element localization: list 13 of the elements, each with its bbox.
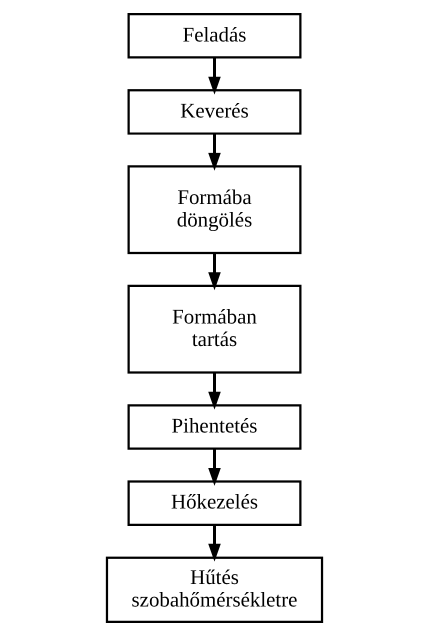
arrow [208, 524, 221, 562]
node-box: Formába döngölés [128, 165, 302, 254]
arrow [208, 372, 221, 410]
arrow [208, 253, 221, 290]
node-box: Pihentetés [128, 404, 302, 450]
arrow [208, 58, 221, 95]
arrow [208, 448, 221, 486]
node-box: Hőkezelés [128, 480, 302, 526]
node-box: Feladás [128, 12, 302, 59]
node-box: Formában tartás [128, 284, 302, 374]
node-box: Keverés [128, 89, 302, 135]
arrow [208, 134, 221, 171]
node-box: Hűtés szobahőmérsékletre [106, 556, 324, 624]
